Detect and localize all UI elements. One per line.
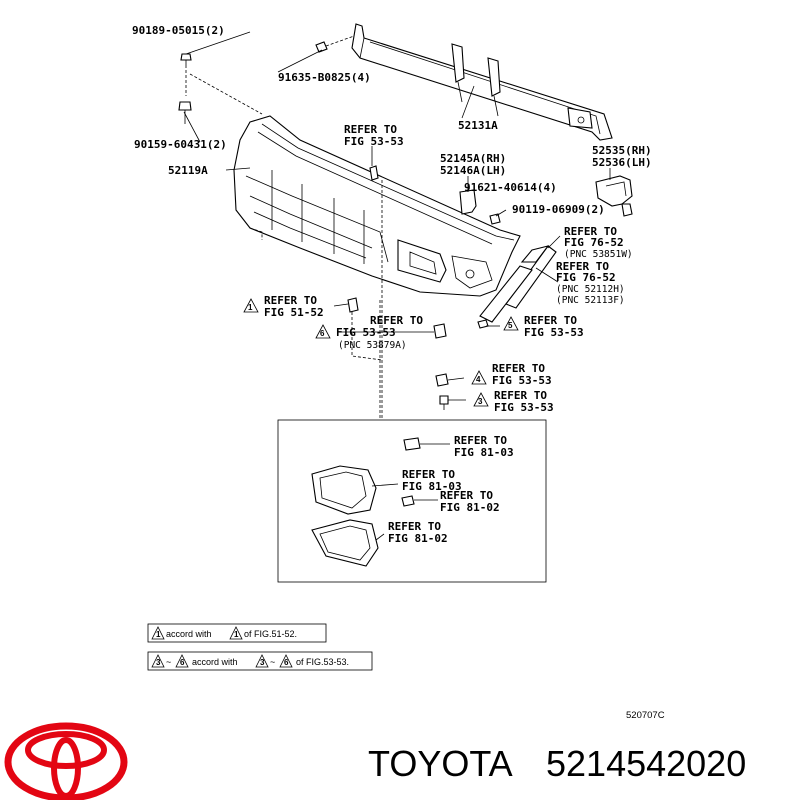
ref-line: REFER TO (524, 314, 577, 327)
bumper-reinforcement-drawing (351, 23, 613, 141)
label-90159-60431: 90159-60431(2) (134, 138, 227, 151)
ref-line: REFER TO (370, 314, 423, 327)
diagram-code: 520707C (626, 710, 665, 721)
triangle-number: 3 (478, 397, 483, 406)
label-52536-lh: 52536(LH) (592, 156, 652, 169)
ref-line: REFER TO (264, 294, 317, 307)
ref-line: FIG 53-53 (344, 135, 404, 148)
triangle-number: 3 (260, 658, 265, 667)
ref-line: REFER TO (556, 260, 609, 273)
ref-line: FIG 76-52 (556, 271, 616, 284)
ref-fig-53-53-t5: 5 REFER TO FIG 53-53 (503, 314, 584, 339)
ref-fig-53-53-top: REFER TO FIG 53-53 (344, 123, 404, 148)
ref-line: REFER TO (440, 489, 493, 502)
triangle-number: 6 (180, 658, 185, 667)
triangle-number: 4 (476, 375, 481, 384)
ref-pnc: (PNC 53851W) (564, 249, 633, 260)
ref-pnc: (PNC 52112H) (556, 284, 625, 295)
ref-line: REFER TO (492, 362, 545, 375)
label-91635-b0825: 91635-B0825(4) (278, 71, 371, 84)
brand-part-number: 5214542020 (546, 743, 746, 784)
fog-lamp-box (277, 419, 547, 583)
triangle-number: 1 (248, 303, 253, 312)
ref-line: REFER TO (564, 225, 617, 238)
legend-text: accord with (192, 657, 238, 667)
ref-line: REFER TO (388, 520, 441, 533)
ref-line: FIG 81-02 (388, 532, 448, 545)
ref-fig-81-02-a: REFER TO FIG 81-02 (440, 489, 500, 514)
ref-line: REFER TO (344, 123, 397, 136)
ref-line: FIG 53-53 (492, 374, 552, 387)
brand-name: TOYOTA (368, 743, 513, 784)
retainer-52145A-drawing (459, 184, 477, 215)
ref-line: FIG 81-03 (454, 446, 514, 459)
ref-line: FIG 81-02 (440, 501, 500, 514)
side-molding-drawing (479, 245, 557, 323)
ref-fig-53-53-t3: 3 REFER TO FIG 53-53 (473, 389, 554, 414)
ref-line: FIG 76-52 (564, 236, 624, 249)
bolt-90159-drawing (178, 101, 192, 124)
label-91621-40614: 91621-40614(4) (464, 181, 557, 194)
label-52119a: 52119A (168, 164, 208, 177)
legend-note-2: 3 ~ 6 accord with 3 ~ 6 of FIG.53-53. (147, 651, 373, 671)
triangle-number: 6 (284, 658, 289, 667)
label-52145a-rh: 52145A(RH) (440, 152, 506, 165)
bracket-52535-drawing (595, 175, 633, 217)
legend-note-1: 1 accord with 1 of FIG.51-52. (147, 623, 327, 643)
legend-tilde: ~ (270, 657, 275, 667)
ref-fig-81-02-b: REFER TO FIG 81-02 (388, 520, 448, 545)
legend-text: of FIG.51-52. (244, 629, 297, 639)
label-90189-05015: 90189-05015(2) (132, 24, 225, 37)
triangle-number: 1 (234, 630, 239, 639)
triangle-number: 5 (508, 321, 513, 330)
label-90119-06909: 90119-06909(2) (512, 203, 605, 216)
ref-fig-81-03-b: REFER TO FIG 81-03 (402, 468, 462, 493)
legend-text: of FIG.53-53. (296, 657, 349, 667)
triangle-number: 1 (156, 630, 161, 639)
label-52131a: 52131A (458, 119, 498, 132)
ref-line: REFER TO (454, 434, 507, 447)
ref-pnc: (PNC 52113F) (556, 295, 625, 306)
ref-fig-81-03-a: REFER TO FIG 81-03 (454, 434, 514, 459)
ref-fig-53-53-t4: 4 REFER TO FIG 53-53 (471, 362, 552, 387)
bolt-91635-drawing (315, 35, 355, 53)
ref-line: FIG 81-03 (402, 480, 462, 493)
ref-fig-53-53-pnc: 6 REFER TO FIG 53-53 (PNC 53879A) (315, 314, 423, 351)
leader-lines (183, 31, 611, 541)
bolt-90189-drawing (180, 53, 192, 68)
bumper-cover-drawing (233, 115, 521, 297)
ref-fig-76-52-a: REFER TO FIG 76-52 (PNC 53851W) (564, 225, 633, 260)
label-52535-rh: 52535(RH) (592, 144, 652, 157)
ref-line: REFER TO (402, 468, 455, 481)
ref-pnc: (PNC 53879A) (338, 340, 407, 351)
ref-fig-51-52: 1 REFER TO FIG 51-52 (243, 294, 324, 319)
ref-line: FIG 51-52 (264, 306, 324, 319)
ref-line: FIG 53-53 (524, 326, 584, 339)
label-52146a-lh: 52146A(LH) (440, 164, 506, 177)
legend-text: accord with (166, 629, 212, 639)
triangle-number: 3 (156, 658, 161, 667)
toyota-logo-icon (4, 722, 128, 800)
ref-fig-76-52-b: REFER TO FIG 76-52 (PNC 52112H) (PNC 521… (556, 260, 625, 306)
ref-line: REFER TO (494, 389, 547, 402)
legend-tilde: ~ (166, 657, 171, 667)
ref-line: FIG 53-53 (336, 326, 396, 339)
ref-line: FIG 53-53 (494, 401, 554, 414)
triangle-number: 6 (320, 329, 325, 338)
